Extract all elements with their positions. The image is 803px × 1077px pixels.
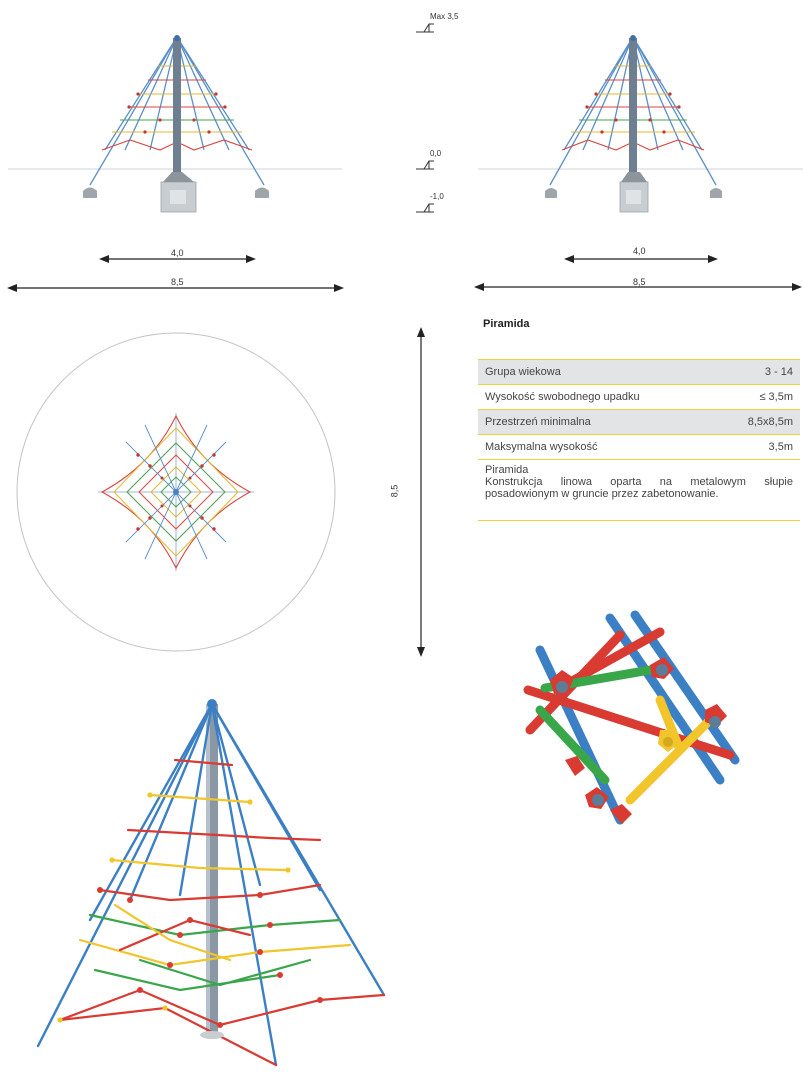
spec-title: Piramida xyxy=(483,318,530,330)
spec-row-value: 3,5m xyxy=(768,441,793,453)
elevation-minus-label: -1,0 xyxy=(430,192,444,201)
spec-row-label: Wysokość swobodnego upadku xyxy=(485,391,640,403)
spec-row: Przestrzeń minimalna 8,5x8,5m xyxy=(478,410,800,435)
connector-detail-image xyxy=(523,610,740,825)
dim-base-label-left: 4,0 xyxy=(171,248,184,258)
spec-row-label: Maksymalna wysokość xyxy=(485,441,598,453)
dim-total-label-right: 8,5 xyxy=(633,277,646,287)
product-3d-render xyxy=(36,699,386,1067)
dim-base-label-right: 4,0 xyxy=(633,246,646,256)
plan-view xyxy=(16,332,336,652)
spec-description-title: Piramida xyxy=(485,464,529,476)
front-elevation-right xyxy=(474,35,803,291)
elevation-markers xyxy=(416,23,434,213)
dim-plan-label: 8,5 xyxy=(389,484,400,498)
elevation-zero-label: 0,0 xyxy=(430,149,442,158)
spec-row-value: ≤ 3,5m xyxy=(759,391,793,403)
front-elevation-left xyxy=(7,35,344,292)
spec-description-text: Konstrukcja linowa oparta na metalowym s… xyxy=(485,476,793,500)
dim-total-label-left: 8,5 xyxy=(171,277,184,287)
spec-row: Grupa wiekowa 3 - 14 xyxy=(478,360,800,385)
spec-row-label: Przestrzeń minimalna xyxy=(485,416,591,428)
elevation-max-label: Max 3,5 xyxy=(430,12,459,21)
spec-row-label: Grupa wiekowa xyxy=(485,366,561,378)
spec-row-value: 3 - 14 xyxy=(764,366,793,378)
spec-row-value: 8,5x8,5m xyxy=(747,416,793,428)
spec-row: Maksymalna wysokość 3,5m xyxy=(478,435,800,460)
spec-description: Piramida Konstrukcja linowa oparta na me… xyxy=(478,460,800,521)
plan-dimension xyxy=(417,327,425,657)
spec-table: Grupa wiekowa 3 - 14 Wysokość swobodnego… xyxy=(478,359,800,521)
spec-row: Wysokość swobodnego upadku ≤ 3,5m xyxy=(478,385,800,410)
